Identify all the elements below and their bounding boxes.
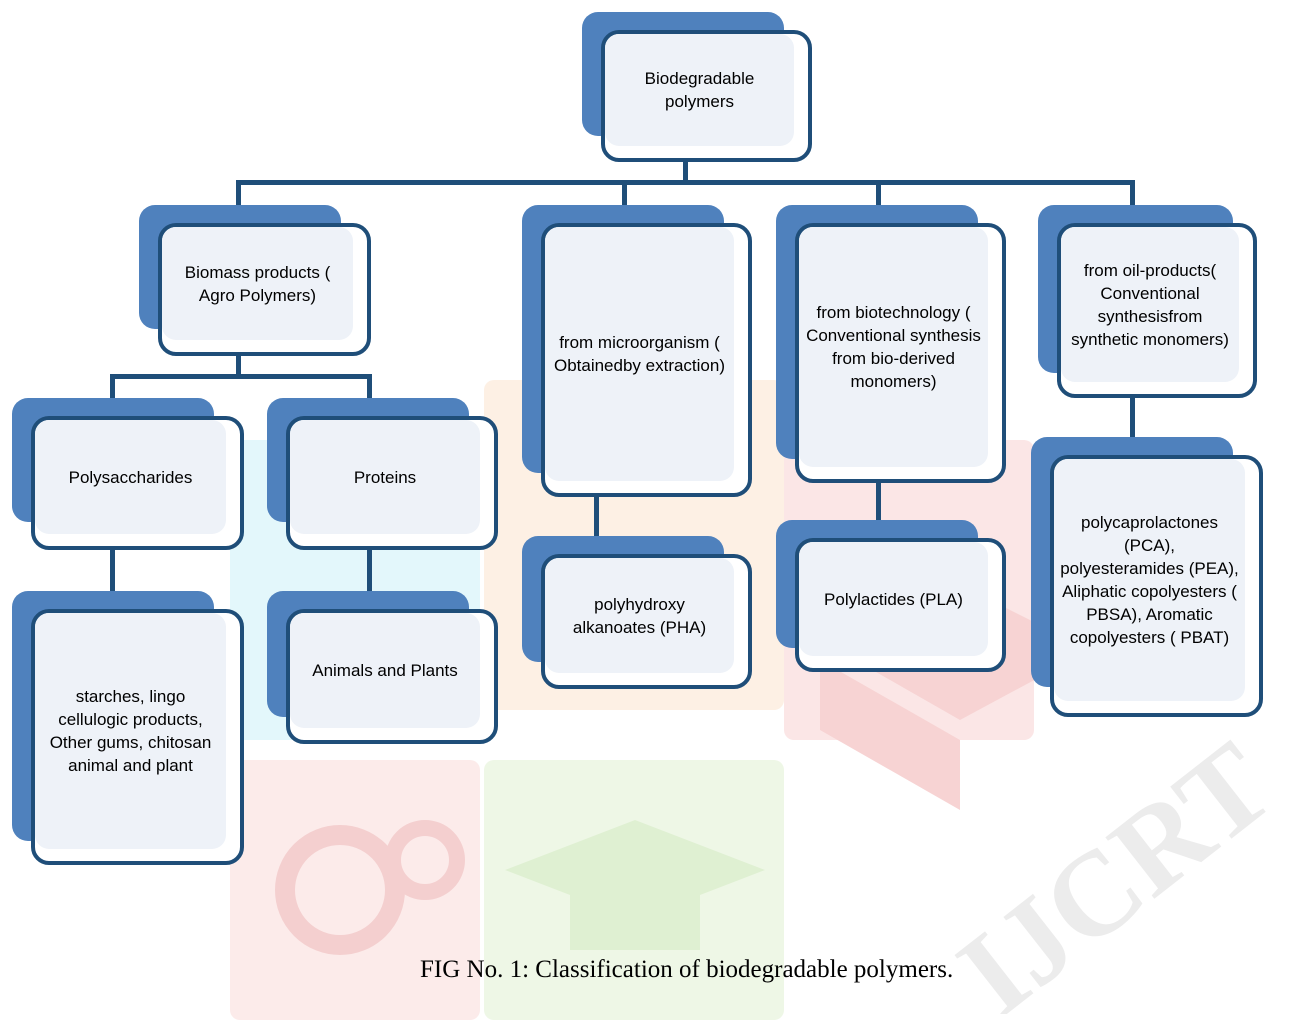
- connector-to-oil-products: [1130, 180, 1135, 210]
- node-from-oil-products-label: from oil-products( Conventional synthesi…: [1061, 227, 1239, 382]
- connector-biotechnology-to-leaf: [876, 481, 881, 523]
- node-root-label: Biodegradable polymers: [605, 34, 794, 146]
- node-polysaccharides-examples-label: starches, lingo cellulogic products, Oth…: [35, 613, 226, 849]
- node-from-biotechnology-label: from biotechnology ( Conventional synthe…: [799, 227, 988, 467]
- connector-biomass-down: [236, 355, 241, 377]
- connector-root-down: [683, 160, 688, 182]
- connector-proteins-to-leaf: [367, 548, 372, 594]
- figure-caption: FIG No. 1: Classification of biodegradab…: [420, 956, 954, 983]
- connector-to-biotechnology: [876, 180, 881, 210]
- node-pha-label: polyhydroxy alkanoates (PHA): [545, 558, 734, 673]
- connector-biomass-bar: [110, 374, 372, 379]
- node-pla-label: Polylactides (PLA): [799, 542, 988, 656]
- node-proteins-label: Proteins: [290, 420, 480, 534]
- node-oil-products-examples-label: polycaprolactones (PCA), polyesteramides…: [1054, 459, 1245, 701]
- connector-main-bar: [236, 180, 1135, 185]
- connector-to-proteins: [367, 374, 372, 402]
- connector-to-microorganism: [622, 180, 627, 210]
- connector-microorganism-to-leaf: [594, 495, 599, 539]
- node-from-microorganism-label: from microorganism ( Obtainedby extracti…: [545, 227, 734, 481]
- node-biomass-products-label: Biomass products ( Agro Polymers): [162, 227, 353, 340]
- connector-to-polysaccharides: [110, 374, 115, 402]
- watermark-logo-text: IJCRT: [950, 716, 1296, 1014]
- watermark-gear-icon: [275, 820, 465, 955]
- svg-text:IJCRT: IJCRT: [950, 716, 1296, 1014]
- connector-oil-products-to-leaf: [1130, 396, 1135, 440]
- watermark-graduation-cap-icon: [505, 820, 765, 950]
- connector-to-biomass: [236, 180, 241, 210]
- connector-polysaccharides-to-leaf: [110, 548, 115, 594]
- node-proteins-examples-label: Animals and Plants: [290, 613, 480, 728]
- node-polysaccharides-label: Polysaccharides: [35, 420, 226, 534]
